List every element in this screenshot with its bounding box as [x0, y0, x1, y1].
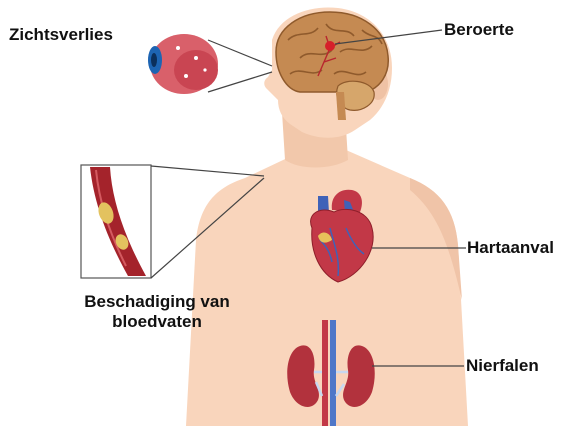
label-heart-attack: Hartaanval — [467, 238, 554, 258]
label-stroke: Beroerte — [444, 20, 514, 40]
callout-vessel-top — [151, 166, 264, 176]
aorta-abdominal — [322, 320, 328, 426]
label-vessel-damage-line2: bloedvaten — [62, 312, 252, 332]
label-vessel-damage: Beschadiging van bloedvaten — [62, 292, 252, 332]
eye-illustration — [148, 34, 218, 94]
vessel-inset — [81, 165, 151, 278]
retina-dot — [194, 56, 198, 60]
stroke-spot — [325, 41, 335, 51]
vena-cava-abdominal — [330, 320, 336, 426]
retina-dot — [203, 68, 206, 71]
pupil — [151, 53, 157, 67]
label-vessel-damage-line1: Beschadiging van — [62, 292, 252, 312]
callout-eye-bottom — [208, 72, 272, 92]
retina-dot — [184, 74, 188, 78]
label-vision-loss: Zichtsverlies — [9, 25, 113, 45]
retina-dot — [176, 46, 180, 50]
label-kidney-failure: Nierfalen — [466, 356, 539, 376]
